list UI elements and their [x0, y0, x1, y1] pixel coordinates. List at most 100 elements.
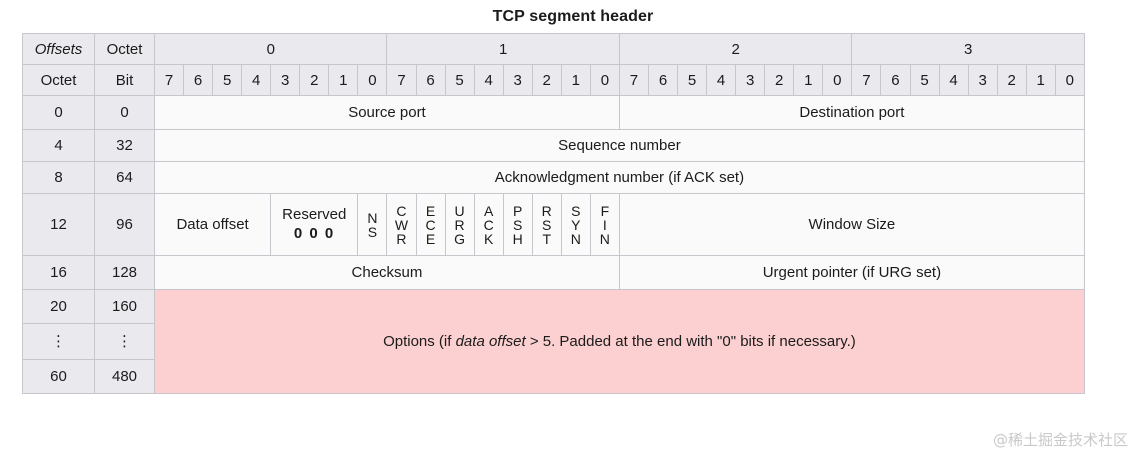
bit-label-19: 4 [706, 64, 737, 96]
bit-label-29: 2 [996, 64, 1027, 96]
table-row-ports: 0 0 Source port Destination port [22, 95, 1085, 130]
bit-label-3: 4 [241, 64, 272, 96]
watermark: @稀土掘金技术社区 [992, 431, 1128, 449]
field-source-port: Source port [154, 95, 620, 130]
bit-label-17: 6 [647, 64, 679, 96]
field-options: Options (if data offset > 5. Padded at t… [154, 289, 1085, 394]
table-row-checksum: 16 128 Checksum Urgent pointer (if URG s… [22, 255, 1085, 290]
bit-label-4: 3 [270, 64, 301, 96]
bit-offset-64: 64 [94, 161, 155, 194]
octet-offset-8: 8 [22, 161, 95, 194]
bit-label-30: 1 [1025, 64, 1056, 96]
tcp-segment-header-table: Offsets Octet 0 1 2 3 Octet Bit 7 6 5 4 … [22, 33, 1085, 394]
octet-offset-ellipsis: ⋮ [22, 323, 95, 360]
bit-offset-96: 96 [94, 193, 155, 256]
table-row-options-ellipsis: ⋮ ⋮ [22, 323, 1085, 360]
octet-column-header: Octet [94, 33, 155, 65]
options-prefix: Options (if [383, 333, 456, 350]
bit-label-9: 6 [415, 64, 446, 96]
field-data-offset: Data offset [153, 193, 272, 256]
bit-label-1: 6 [183, 64, 214, 96]
bit-label-20: 3 [735, 64, 766, 96]
field-sequence-number: Sequence number [154, 129, 1085, 162]
bit-label-27: 4 [938, 64, 969, 96]
bit-label-23: 0 [822, 64, 853, 96]
bit-label-21: 2 [764, 64, 795, 96]
bit-label-7: 0 [357, 64, 388, 96]
field-checksum: Checksum [154, 255, 620, 290]
field-reserved: Reserved 0 0 0 [270, 193, 359, 256]
field-destination-port: Destination port [618, 95, 1085, 130]
bit-label-26: 5 [909, 64, 940, 96]
reserved-label: Reserved [282, 205, 347, 223]
options-text: Options (if data offset > 5. Padded at t… [383, 333, 856, 350]
bit-label-22: 1 [793, 64, 824, 96]
bit-label-0: 7 [153, 64, 185, 96]
field-urgent-pointer: Urgent pointer (if URG set) [618, 255, 1085, 290]
bit-label-15: 0 [589, 64, 620, 96]
field-acknowledgment-number: Acknowledgment number (if ACK set) [154, 161, 1085, 194]
bit-label-13: 2 [531, 64, 562, 96]
octet-row-header: Octet [22, 64, 95, 96]
octet-offset-20: 20 [22, 289, 95, 324]
table-row-options-start: 20 160 Options (if data offset > 5. Padd… [22, 289, 1085, 394]
bit-label-6: 1 [328, 64, 359, 96]
table-container: Offsets Octet 0 1 2 3 Octet Bit 7 6 5 4 … [0, 33, 1146, 394]
bit-label-10: 5 [444, 64, 475, 96]
bit-label-31: 0 [1054, 64, 1085, 96]
options-italic-term: data offset [455, 333, 526, 350]
bit-label-2: 5 [212, 64, 243, 96]
bit-label-12: 3 [502, 64, 533, 96]
bit-offset-ellipsis: ⋮ [94, 323, 155, 360]
octet-group-0: 0 [153, 33, 388, 65]
octet-group-1: 1 [386, 33, 620, 65]
reserved-bits: 0 0 0 [293, 224, 335, 242]
bit-column-header: Bit [94, 64, 155, 96]
octet-group-2: 2 [618, 33, 853, 65]
octet-group-3: 3 [851, 33, 1085, 65]
page-title: TCP segment header [492, 8, 654, 25]
octet-offset-0: 0 [22, 95, 95, 130]
bit-label-5: 2 [299, 64, 330, 96]
octet-offset-12: 12 [22, 193, 95, 256]
bit-label-28: 3 [967, 64, 998, 96]
bit-label-24: 7 [851, 64, 882, 96]
octet-offset-4: 4 [22, 129, 95, 162]
field-window-size: Window Size [618, 193, 1085, 256]
bit-label-11: 4 [473, 64, 504, 96]
bit-offset-480: 480 [94, 359, 155, 394]
bit-label-14: 1 [560, 64, 591, 96]
header-row-octets: Offsets Octet 0 1 2 3 [22, 33, 1085, 65]
octet-offset-60: 60 [22, 359, 95, 394]
bit-offset-160: 160 [94, 289, 155, 324]
header-row-bits: Octet Bit 7 6 5 4 3 2 1 0 7 6 5 4 3 2 1 [22, 64, 1085, 96]
bit-label-25: 6 [880, 64, 911, 96]
table-row-options-end: 60 480 [22, 359, 1085, 394]
table-row-sequence: 4 32 Sequence number [22, 129, 1085, 162]
bit-label-16: 7 [618, 64, 649, 96]
offsets-label: Offsets [22, 33, 95, 65]
bit-offset-0: 0 [94, 95, 155, 130]
options-suffix: > 5. Padded at the end with "0" bits if … [525, 333, 856, 350]
bit-offset-128: 128 [94, 255, 155, 290]
bit-label-8: 7 [386, 64, 417, 96]
octet-offset-16: 16 [22, 255, 95, 290]
table-row-acknowledgment: 8 64 Acknowledgment number (if ACK set) [22, 161, 1085, 194]
bit-offset-32: 32 [94, 129, 155, 162]
